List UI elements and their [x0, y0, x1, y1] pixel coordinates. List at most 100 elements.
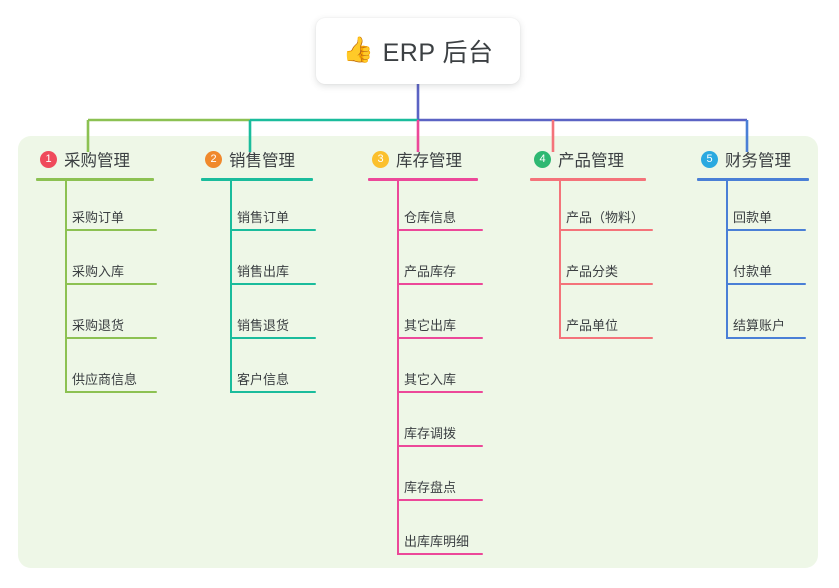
branch-item-rule	[230, 391, 316, 393]
branch-item[interactable]: 销售出库	[201, 235, 317, 289]
branch-item[interactable]: 采购入库	[36, 235, 158, 289]
branch-item[interactable]: 回款单	[697, 181, 813, 235]
branch-spine	[559, 181, 561, 339]
thumbs-up-emoji: 👍	[342, 35, 374, 64]
branch-item-label: 仓库信息	[404, 210, 457, 225]
root-node-card[interactable]: 👍 ERP 后台	[316, 18, 520, 84]
branch-item[interactable]: 销售订单	[201, 181, 317, 235]
branch-item[interactable]: 采购订单	[36, 181, 158, 235]
branch-item[interactable]: 产品库存	[368, 235, 483, 289]
branch-item-list: 回款单付款单结算账户	[697, 181, 813, 343]
branch-item-rule	[397, 499, 483, 501]
branch-item[interactable]: 库存盘点	[368, 451, 483, 505]
branch-item-label: 结算账户	[733, 318, 786, 333]
branch-item-label: 其它出库	[404, 318, 457, 333]
branch-item[interactable]: 其它出库	[368, 289, 483, 343]
branch-number-badge: 2	[205, 150, 222, 168]
branch-item-label: 销售订单	[237, 210, 290, 225]
branch-item[interactable]: 结算账户	[697, 289, 813, 343]
branch-item[interactable]: 付款单	[697, 235, 813, 289]
branch-item-rule	[397, 391, 483, 393]
branch-title: 采购管理	[64, 152, 130, 170]
branch-header-rule	[697, 178, 809, 181]
branch-item-rule	[397, 553, 483, 555]
branch-item-label: 采购退货	[72, 318, 125, 333]
branch-item-label: 库存调拨	[404, 426, 457, 441]
branch-item-rule	[559, 337, 653, 339]
branch-item-rule	[230, 337, 316, 339]
branch-item-label: 出库库明细	[404, 534, 470, 549]
branch-header-5[interactable]: 5 财务管理	[697, 146, 813, 172]
branch-item[interactable]: 其它入库	[368, 343, 483, 397]
branch-item-label: 采购订单	[72, 210, 125, 225]
branch-number-badge: 3	[372, 150, 389, 168]
branch-item-list: 采购订单采购入库采购退货供应商信息	[36, 181, 158, 397]
branch-item[interactable]: 产品（物料）	[530, 181, 653, 235]
branch-item[interactable]: 仓库信息	[368, 181, 483, 235]
branch-item-list: 产品（物料） 产品分类产品单位	[530, 181, 653, 343]
branch-item-rule	[397, 445, 483, 447]
branch-column-3: 3 库存管理仓库信息产品库存其它出库其它入库库存调拨库存盘点出库库明细	[368, 146, 483, 559]
branch-item[interactable]: 采购退货	[36, 289, 158, 343]
branch-item-rule	[726, 337, 806, 339]
branch-header-2[interactable]: 2 销售管理	[201, 146, 317, 172]
branch-item-rule	[726, 229, 806, 231]
branch-title: 库存管理	[396, 152, 462, 170]
branch-item-rule	[397, 337, 483, 339]
branch-item-label: 产品分类	[566, 264, 619, 279]
branch-item-list: 仓库信息产品库存其它出库其它入库库存调拨库存盘点出库库明细	[368, 181, 483, 559]
branch-item-label: 销售退货	[237, 318, 290, 333]
branch-item-label: 产品单位	[566, 318, 619, 333]
branch-item-label: 其它入库	[404, 372, 457, 387]
branch-item[interactable]: 客户信息	[201, 343, 317, 397]
branch-item-rule	[559, 283, 653, 285]
branch-header-1[interactable]: 1 采购管理	[36, 146, 158, 172]
branch-item-rule	[397, 283, 483, 285]
branch-spine	[230, 181, 232, 393]
branch-item-label: 库存盘点	[404, 480, 457, 495]
branch-item[interactable]: 供应商信息	[36, 343, 158, 397]
branch-column-5: 5 财务管理回款单付款单结算账户	[697, 146, 813, 343]
branch-item-rule	[65, 391, 157, 393]
branch-column-1: 1 采购管理采购订单采购入库采购退货供应商信息	[36, 146, 158, 397]
branch-number-badge: 5	[701, 150, 718, 168]
branch-item[interactable]: 销售退货	[201, 289, 317, 343]
branch-item[interactable]: 出库库明细	[368, 505, 483, 559]
branch-spine	[397, 181, 399, 555]
branch-item[interactable]: 产品单位	[530, 289, 653, 343]
branch-header-3[interactable]: 3 库存管理	[368, 146, 482, 172]
branch-item-label: 客户信息	[237, 372, 290, 387]
branch-item-rule	[397, 229, 483, 231]
branch-item-label: 产品（物料）	[566, 210, 645, 225]
branch-item[interactable]: 产品分类	[530, 235, 653, 289]
branch-column-2: 2 销售管理销售订单销售出库销售退货客户信息	[201, 146, 317, 397]
branch-title: 财务管理	[725, 152, 791, 170]
branch-item-rule	[65, 337, 157, 339]
branch-header-rule	[530, 178, 646, 181]
branch-item-rule	[559, 229, 653, 231]
branch-item-list: 销售订单销售出库销售退货客户信息	[201, 181, 317, 397]
root-node-title: ERP 后台	[382, 39, 494, 67]
branch-item-rule	[65, 283, 157, 285]
branch-number-badge: 1	[40, 150, 57, 168]
branch-item-label: 回款单	[733, 210, 773, 225]
branch-item-label: 采购入库	[72, 264, 125, 279]
branch-item-label: 供应商信息	[72, 372, 138, 387]
branch-item-label: 付款单	[733, 264, 773, 279]
branch-spine	[65, 181, 67, 393]
branch-item[interactable]: 库存调拨	[368, 397, 483, 451]
branch-header-rule	[36, 178, 154, 181]
branch-item-rule	[230, 229, 316, 231]
branch-item-label: 销售出库	[237, 264, 290, 279]
branch-item-rule	[65, 229, 157, 231]
branch-title: 销售管理	[229, 152, 295, 170]
branch-spine	[726, 181, 728, 339]
branch-header-rule	[368, 178, 478, 181]
branch-header-rule	[201, 178, 313, 181]
branch-number-badge: 4	[534, 150, 551, 168]
branch-item-label: 产品库存	[404, 264, 457, 279]
